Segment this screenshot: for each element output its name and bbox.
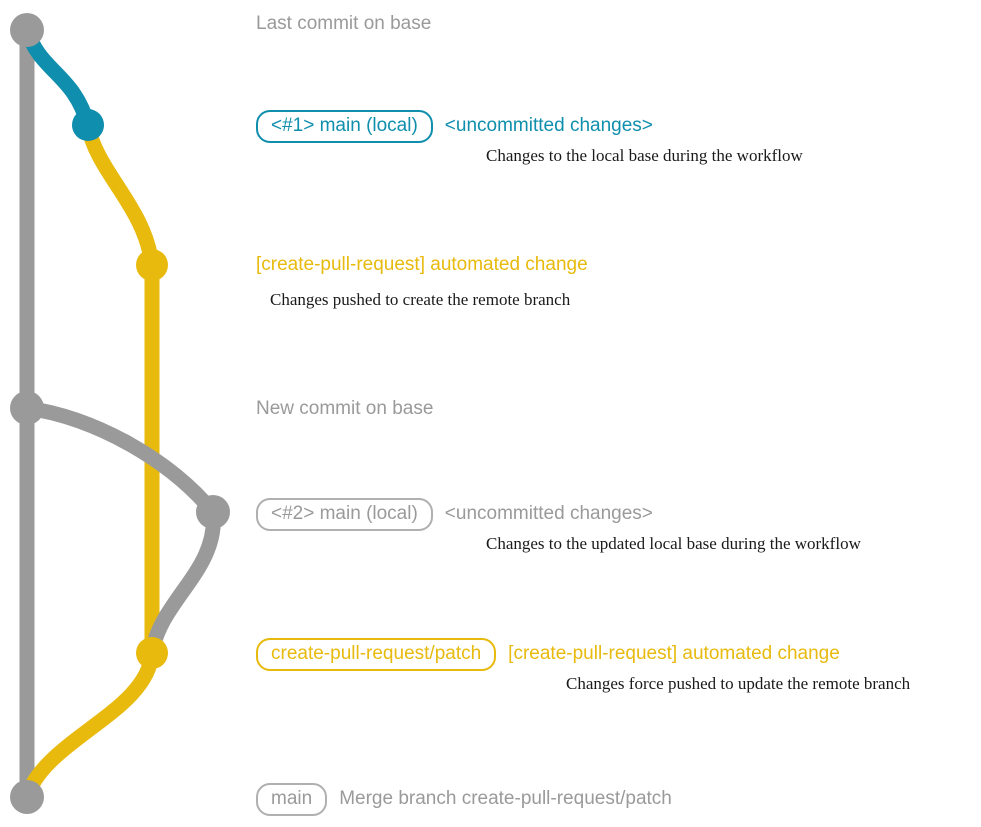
commit-row-merge: main Merge branch create-pull-request/pa…: [256, 783, 672, 816]
commit-node-base-head: [10, 13, 44, 47]
commit-subject-last-commit-on-base: Last commit on base: [256, 13, 432, 34]
ref-pill-main-local-1[interactable]: <#1> main (local): [256, 110, 433, 143]
commit-node-local-1: [72, 109, 104, 141]
commit-subject-automated-change-1: [create-pull-request] automated change: [256, 254, 588, 275]
edge-base-new-to-local-2: [19, 400, 221, 520]
commit-node-local-2: [196, 495, 230, 529]
commit-subject-uncommitted-changes-1: <uncommitted changes>: [444, 115, 653, 136]
commit-subject-merge: Merge branch create-pull-request/patch: [339, 788, 672, 809]
commit-note-automated-change-2: Changes force pushed to update the remot…: [566, 674, 911, 693]
ref-pill-create-pull-request-patch[interactable]: create-pull-request/patch: [256, 638, 497, 671]
edge-local-2-to-remote-2: [144, 504, 221, 661]
commit-subject-automated-change-2: [create-pull-request] automated change: [508, 643, 840, 664]
commit-subject-new-commit-on-base: New commit on base: [256, 398, 434, 419]
commit-node-remote-1: [136, 249, 168, 281]
commit-row-local-uncommitted-1: <#1> main (local) <uncommitted changes>: [256, 110, 653, 143]
edge-remote-2-to-merge: [19, 645, 160, 805]
commit-node-remote-2: [136, 637, 168, 669]
ref-pill-main[interactable]: main: [256, 783, 328, 816]
commit-node-base-new: [10, 391, 44, 425]
edge-local-1-to-remote-1: [80, 117, 160, 273]
commit-node-merge: [10, 780, 44, 814]
commit-row-automated-change-2: create-pull-request/patch [create-pull-r…: [256, 638, 840, 671]
ref-pill-main-local-2[interactable]: <#2> main (local): [256, 498, 433, 531]
commit-note-automated-change-1: Changes pushed to create the remote bran…: [270, 290, 571, 309]
commit-row-local-uncommitted-2: <#2> main (local) <uncommitted changes>: [256, 498, 653, 531]
commit-subject-uncommitted-changes-2: <uncommitted changes>: [444, 503, 653, 524]
commit-note-local-1: Changes to the local base during the wor…: [486, 146, 803, 165]
commit-note-local-2: Changes to the updated local base during…: [486, 534, 861, 553]
